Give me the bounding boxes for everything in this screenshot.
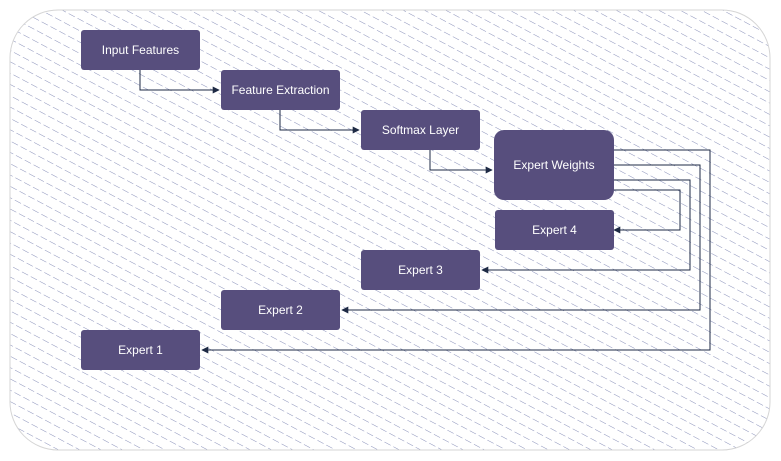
edge-softmax-to-weights bbox=[429, 150, 493, 174]
node-expert-weights[interactable]: Expert Weights bbox=[494, 130, 614, 200]
node-expert-1[interactable]: Expert 1 bbox=[81, 330, 200, 370]
node-expert-2-label: Expert 2 bbox=[258, 303, 303, 317]
edges bbox=[139, 70, 711, 354]
node-expert-3[interactable]: Expert 3 bbox=[361, 250, 480, 290]
node-expert-3-label: Expert 3 bbox=[398, 263, 443, 277]
node-softmax-layer-label: Softmax Layer bbox=[382, 123, 459, 137]
node-expert-1-label: Expert 1 bbox=[118, 343, 163, 357]
node-softmax-layer[interactable]: Softmax Layer bbox=[361, 110, 480, 150]
node-input-features-label: Input Features bbox=[102, 43, 179, 57]
node-expert-weights-label: Expert Weights bbox=[513, 158, 594, 172]
node-expert-4-label: Expert 4 bbox=[532, 223, 577, 237]
node-input-features[interactable]: Input Features bbox=[81, 30, 200, 70]
edge-weights-to-expert-4 bbox=[613, 189, 681, 234]
edge-weights-to-expert-2 bbox=[341, 164, 701, 314]
node-feature-extraction[interactable]: Feature Extraction bbox=[221, 70, 340, 110]
edge-weights-to-expert-3 bbox=[481, 179, 691, 274]
edge-weights-to-expert-1 bbox=[201, 149, 711, 354]
edge-input-to-extraction bbox=[139, 70, 220, 94]
node-expert-4[interactable]: Expert 4 bbox=[495, 210, 614, 250]
node-feature-extraction-label: Feature Extraction bbox=[231, 83, 329, 97]
node-expert-2[interactable]: Expert 2 bbox=[221, 290, 340, 330]
edge-extraction-to-softmax bbox=[279, 110, 360, 134]
